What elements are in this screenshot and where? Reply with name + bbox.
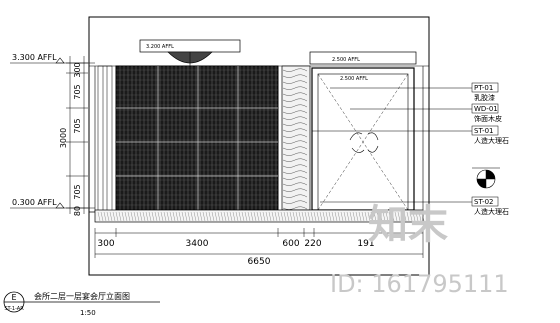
drawing-scale: 1:50 bbox=[80, 309, 96, 317]
stone-column bbox=[281, 65, 311, 211]
dim-h-3: 600 bbox=[282, 239, 299, 249]
left-side-panel bbox=[97, 65, 113, 213]
sheet-frame bbox=[88, 16, 430, 276]
callout-label-1: 乳胶漆 bbox=[474, 93, 495, 102]
callout-label-4: 人造大理石 bbox=[474, 207, 509, 216]
title-symbol-bottom: ST-1-AR bbox=[4, 306, 24, 312]
dim-top-gap: 300 bbox=[73, 62, 82, 77]
drawing-title: 会所二层一层宴会厅立面图 bbox=[34, 291, 130, 301]
title-symbol-top: E bbox=[11, 293, 16, 302]
title-block: E ST-1-AR 会所二层一层宴会厅立面图 1:50 bbox=[3, 291, 160, 317]
callout-code-4: ST-02 bbox=[474, 198, 494, 206]
dim-h-1: 300 bbox=[97, 239, 114, 249]
dim-lower: 705 bbox=[73, 184, 82, 199]
elevation-mark-top: 3.300 AFFL bbox=[10, 53, 95, 64]
grille-cabinet bbox=[115, 65, 279, 211]
watermark-id: ID: 161795111 bbox=[330, 270, 509, 298]
dim-h-2: 3400 bbox=[186, 239, 209, 249]
dim-overall: 6650 bbox=[248, 257, 271, 267]
callout-code-1: PT-01 bbox=[474, 84, 493, 92]
dim-h-4: 220 bbox=[304, 239, 321, 249]
dim-upper: 705 bbox=[73, 84, 82, 99]
chandelier: 3.200 AFFL bbox=[139, 39, 241, 66]
watermark: 知末 ID: 161795111 bbox=[330, 202, 509, 298]
level-tag-right-inner: 2.500 AFFL bbox=[340, 76, 368, 82]
base-plinth bbox=[94, 209, 425, 223]
level-tag-left: 3.200 AFFL bbox=[146, 44, 174, 50]
vertical-dimension-chain bbox=[66, 56, 88, 214]
callout-code-3: ST-01 bbox=[474, 127, 494, 135]
dim-middle: 705 bbox=[73, 118, 82, 133]
dim-h-5: 191 bbox=[357, 239, 374, 249]
watermark-brand: 知末 bbox=[368, 202, 448, 248]
elevation-target-symbol bbox=[472, 167, 500, 189]
callout-code-2: WD-01 bbox=[474, 105, 498, 113]
callout-label-3: 人造大理石 bbox=[474, 136, 509, 145]
level-tag-right: 2.500 AFFL bbox=[332, 57, 360, 63]
elevation-top-label: 3.300 AFFL bbox=[12, 53, 57, 62]
elevation-mark-bottom: 0.300 AFFL bbox=[10, 198, 95, 209]
callout-leaders bbox=[312, 82, 499, 207]
dim-bottom-gap: 80 bbox=[73, 206, 82, 216]
horizontal-dimension-chain bbox=[94, 228, 424, 258]
elevation-bottom-label: 0.300 AFFL bbox=[12, 198, 57, 207]
callout-label-2: 饰面木皮 bbox=[474, 114, 502, 123]
dim-total: 3000 bbox=[59, 128, 68, 148]
